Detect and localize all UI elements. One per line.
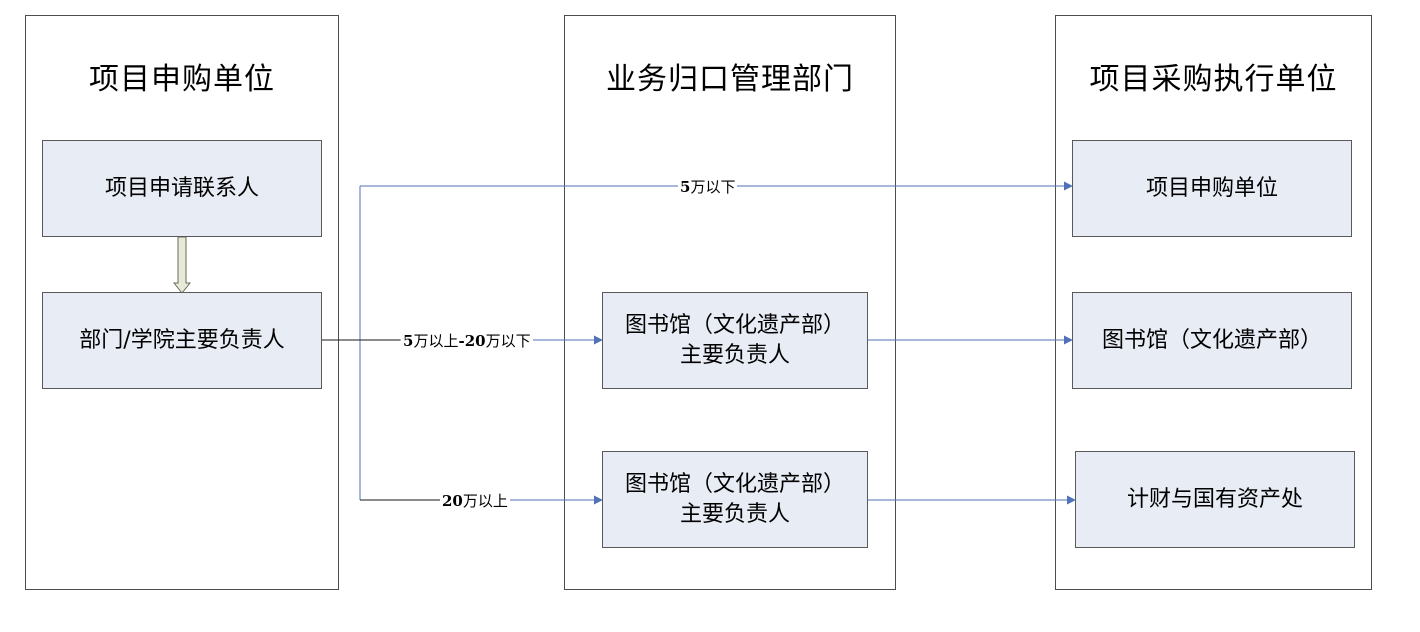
edge-label-under-5-text: 万以下 (690, 178, 736, 196)
lane-title-management: 业务归口管理部门 (606, 62, 854, 97)
node-dept-head: 部门/学院主要负责人 (42, 292, 322, 389)
lane-title-applicant: 项目申购单位 (89, 62, 275, 97)
edge-label-between-text1: 万以上 (413, 332, 459, 350)
edge-label-between-sep: - (458, 332, 465, 350)
node-exec-finance: 计财与国有资产处 (1075, 451, 1355, 548)
edge-label-over-20-text: 万以上 (462, 492, 508, 510)
edge-label-between-num1: 5 (403, 332, 414, 350)
lane-title-execution: 项目采购执行单位 (1089, 62, 1338, 97)
edge-label-over-20-num: 20 (442, 492, 463, 510)
node-contact: 项目申请联系人 (42, 140, 322, 237)
edge-label-between-num2: 20 (464, 332, 486, 350)
edge-label-under-5-num: 5 (680, 178, 691, 196)
edge-label-between-text2: 万以下 (485, 332, 531, 350)
edge-label-between: 5万以上-20万以下 (401, 330, 533, 351)
node-library-head-2: 图书馆（文化遗产部） 主要负责人 (602, 451, 868, 548)
node-exec-applicant: 项目申购单位 (1072, 140, 1352, 237)
node-library-head-1: 图书馆（文化遗产部） 主要负责人 (602, 292, 868, 389)
down-arrow (172, 236, 192, 294)
edge-label-under-5: 5万以下 (678, 176, 738, 197)
edge-label-over-20: 20万以上 (440, 490, 510, 511)
node-exec-library: 图书馆（文化遗产部） (1072, 292, 1352, 389)
